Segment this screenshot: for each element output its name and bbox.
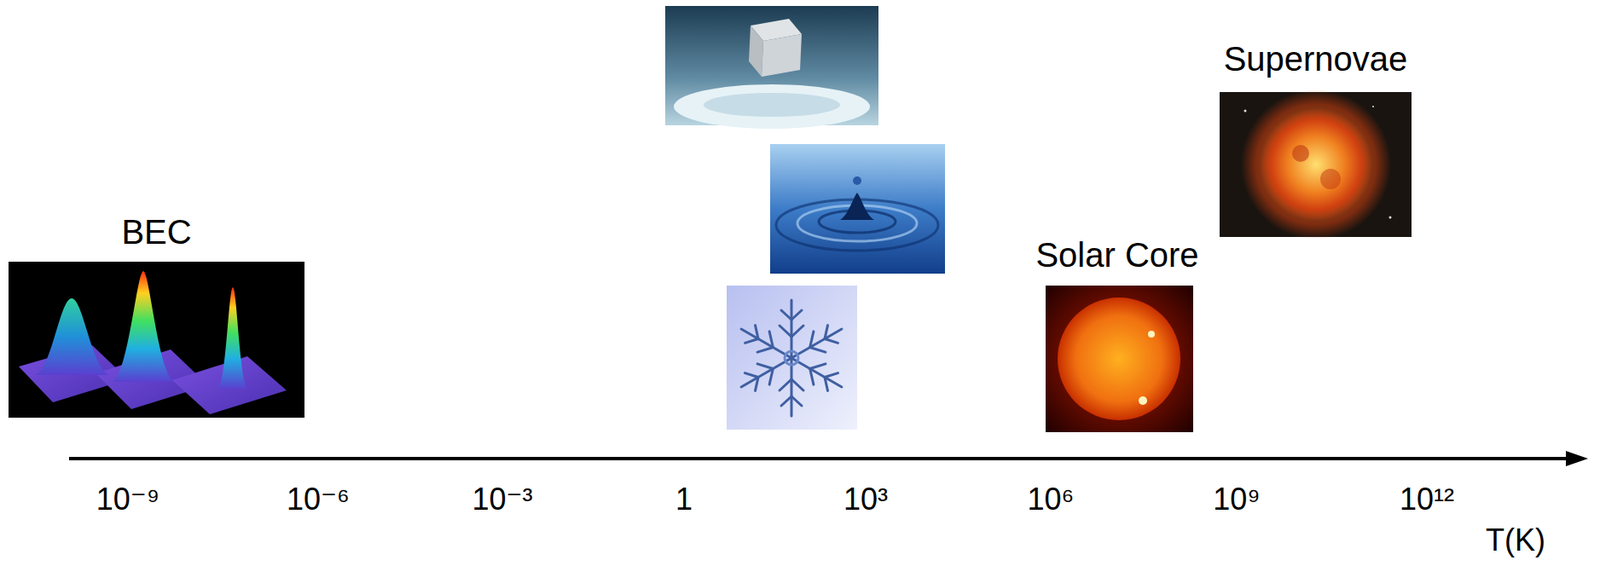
axis-tick-label: 10⁻⁹ — [96, 481, 160, 518]
picture-label: BEC — [5, 211, 308, 253]
temperature-axis — [69, 451, 1589, 467]
sun-picture — [1045, 285, 1194, 433]
bec-picture — [8, 261, 305, 418]
water-picture — [770, 144, 945, 274]
picture-label: Supernovae — [1207, 38, 1424, 80]
picture-frame: Solar Core — [1011, 234, 1224, 433]
picture-label: Solar Core — [1011, 234, 1224, 276]
axis-tick-label: 1 — [675, 481, 693, 518]
snowflake-picture — [726, 285, 858, 430]
picture-frame: Supernovae — [1207, 38, 1424, 238]
levitation-picture — [665, 5, 879, 129]
axis-tick-label: 10⁻⁶ — [286, 481, 350, 518]
axis-tick-label: 10³ — [843, 481, 888, 518]
supernova-picture — [1219, 89, 1412, 240]
axis-tick-label: T(K) — [1485, 522, 1546, 559]
axis-tick-label: 10⁶ — [1027, 481, 1075, 518]
axis-tick-label: 10⁻³ — [471, 481, 533, 518]
axis-tick-label: 10⁹ — [1212, 481, 1260, 518]
picture-frame: BEC — [5, 211, 308, 418]
axis-tick-label: 10¹² — [1399, 481, 1455, 518]
